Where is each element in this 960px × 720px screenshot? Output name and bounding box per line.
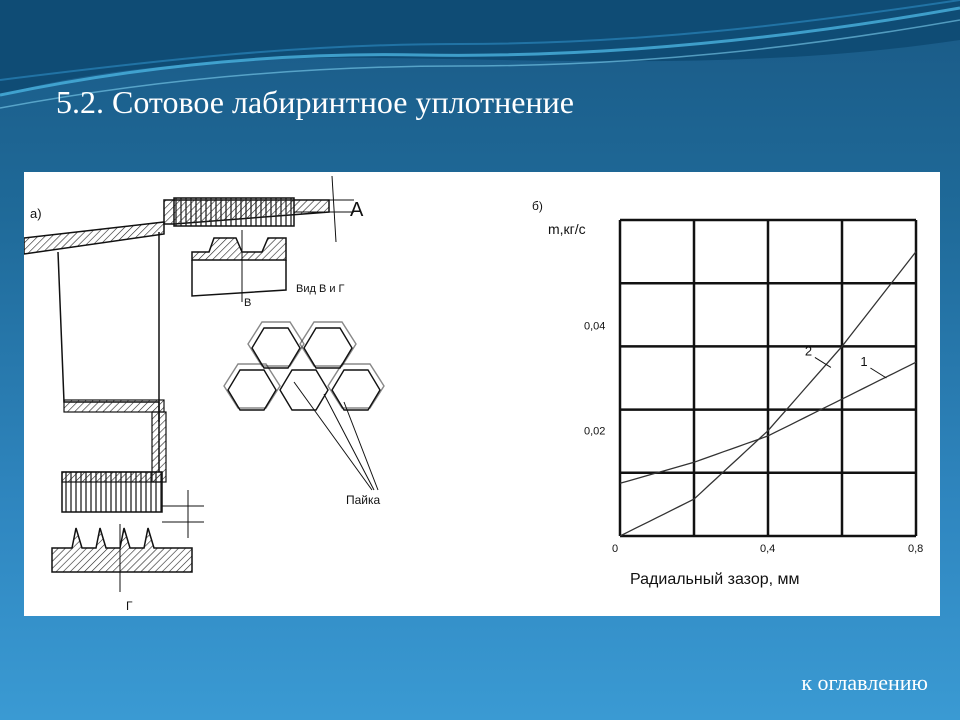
detail-teeth: [191, 237, 287, 261]
honeycomb-cells: [223, 321, 385, 411]
y-axis-label: m,кг/с: [548, 221, 586, 237]
panel-label-a: а): [30, 206, 42, 221]
series-leader-1: [870, 367, 887, 379]
y-tick-label: 0,02: [584, 426, 605, 438]
series-label-1: 1: [860, 354, 867, 369]
chart-series: 12: [619, 251, 917, 537]
series-label-2: 2: [805, 343, 812, 358]
chart: б) m,кг/с Радиальный зазор, мм 0 0,4 0,8 0,…: [532, 199, 923, 588]
solder-leader: [343, 401, 379, 491]
upper-honeycomb: [173, 197, 295, 227]
seal-drawing: а) А Г: [24, 175, 385, 613]
toc-link[interactable]: к оглавлению: [801, 670, 928, 695]
x-tick-label: 0,4: [760, 543, 775, 555]
x-axis-label: Радиальный зазор, мм: [630, 571, 800, 588]
chart-grid: [618, 218, 918, 538]
series-line-2: [619, 251, 917, 537]
rotor-teeth: [51, 527, 193, 573]
lower-holder: [61, 471, 163, 483]
body-rib: [63, 399, 165, 413]
body-contour: [57, 251, 160, 472]
chart-ticks: 0 0,4 0,8 0,02 0,04: [584, 320, 923, 555]
solder-label: Пайка: [346, 493, 381, 507]
upper-casing: [24, 221, 165, 255]
section-label-b: В: [244, 297, 251, 309]
dimension-label-a: А: [350, 199, 364, 221]
x-tick-label: 0,8: [908, 543, 923, 555]
series-leader-2: [814, 357, 832, 368]
panel-label-b: б): [532, 199, 543, 213]
technical-figure: а) А Г: [24, 175, 923, 613]
section-label-g: Г: [126, 599, 133, 613]
y-tick-label: 0,04: [584, 320, 605, 332]
x-tick-label: 0: [612, 543, 618, 555]
dimension-line: [331, 175, 337, 243]
slide-title: 5.2. Сотовое лабиринтное уплотнение: [56, 84, 574, 120]
solder-leader: [293, 381, 373, 491]
header-waves: [0, 0, 960, 109]
view-label: Вид В и Г: [296, 283, 345, 295]
figure-panel: а) А Г: [24, 172, 940, 616]
solder-leader: [323, 393, 375, 491]
series-line-1: [619, 361, 917, 484]
detail-contour: [191, 260, 287, 297]
